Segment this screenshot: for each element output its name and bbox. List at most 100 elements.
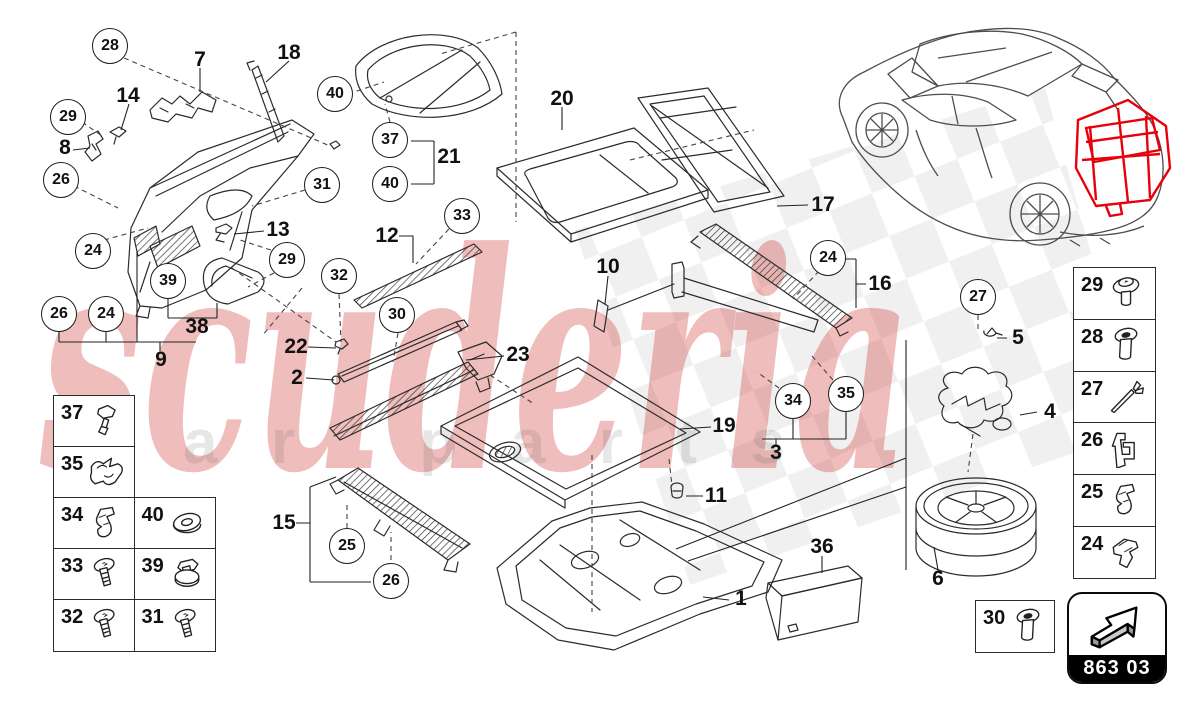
part-bracket-7: [149, 91, 341, 150]
clip-s-icon: [86, 503, 126, 543]
fastener-cell-28[interactable]: 28: [1073, 318, 1156, 372]
callout-label-9[interactable]: 9: [155, 348, 167, 371]
callout-label-19[interactable]: 19: [712, 414, 736, 437]
spring-clip-icon: [86, 452, 126, 492]
callout-circle-35[interactable]: 35: [828, 376, 864, 412]
fastener-number: 34: [61, 504, 84, 526]
callout-label-23[interactable]: 23: [506, 343, 530, 366]
washer-icon: [167, 503, 207, 543]
part-net-rod-10: [593, 261, 819, 333]
plug-icon: [86, 401, 126, 441]
callout-label-14[interactable]: 14: [116, 84, 140, 107]
callout-label-12[interactable]: 12: [375, 224, 399, 247]
section-badge[interactable]: 863 03: [1067, 592, 1167, 684]
callout-circle-29[interactable]: 29: [50, 99, 86, 135]
callout-label-20[interactable]: 20: [550, 87, 574, 110]
callout-circle-24[interactable]: 24: [810, 240, 846, 276]
fastener-cell-34[interactable]: 34: [53, 497, 135, 550]
grommet-icon: [167, 554, 207, 594]
leader-lines-solid: [58, 60, 1038, 601]
fastener-cell-39[interactable]: 39: [133, 548, 216, 601]
fastener-cell-35[interactable]: 35: [53, 446, 135, 499]
fastener-cell-40[interactable]: 40: [133, 497, 216, 550]
callout-circle-26[interactable]: 26: [41, 296, 77, 332]
part-floor-tray-1: [496, 501, 783, 651]
callout-circle-26[interactable]: 26: [43, 162, 79, 198]
callout-circle-26[interactable]: 26: [373, 563, 409, 599]
callout-label-13[interactable]: 13: [266, 218, 290, 241]
screw-washer-icon: [1106, 273, 1146, 313]
callout-label-7[interactable]: 7: [194, 48, 206, 71]
part-floor-mat-19: [440, 356, 701, 509]
fastener-cell-31[interactable]: 31: [133, 599, 216, 652]
clip-f-icon: [1106, 532, 1146, 572]
part-pocket-flap-38: [202, 257, 265, 305]
callout-label-17[interactable]: 17: [811, 193, 835, 216]
callout-label-16[interactable]: 16: [868, 272, 892, 295]
fastener-cell-37[interactable]: 37: [53, 395, 135, 448]
callout-label-5[interactable]: 5: [1012, 326, 1024, 349]
callout-circle-24[interactable]: 24: [75, 233, 111, 269]
fastener-number: 35: [61, 453, 84, 475]
callout-circle-29[interactable]: 29: [269, 242, 305, 278]
callout-label-15[interactable]: 15: [272, 511, 296, 534]
callout-circle-33[interactable]: 33: [444, 198, 480, 234]
fastener-cell-32[interactable]: 32: [53, 599, 135, 652]
callout-circle-30[interactable]: 30: [379, 297, 415, 333]
callout-label-6[interactable]: 6: [932, 567, 944, 590]
fastener-number: 39: [141, 555, 164, 577]
callout-circle-28[interactable]: 28: [92, 28, 128, 64]
callout-label-36[interactable]: 36: [810, 535, 834, 558]
callout-label-21[interactable]: 21: [437, 145, 461, 168]
part-partition-frame-17: [637, 87, 785, 213]
callout-label-22[interactable]: 22: [284, 335, 308, 358]
vehicle-location-illustration: [838, 27, 1172, 247]
callout-label-11[interactable]: 11: [704, 484, 728, 507]
callout-circle-27[interactable]: 27: [960, 279, 996, 315]
part-clip-11: [670, 482, 684, 499]
callout-label-8[interactable]: 8: [59, 136, 71, 159]
fastener-number: 25: [1081, 481, 1104, 504]
arrow-3d-icon: [1069, 594, 1165, 655]
fastener-cell-33[interactable]: 33: [53, 548, 135, 601]
highlighted-luggage-area: [1074, 98, 1172, 218]
callout-circle-32[interactable]: 32: [321, 258, 357, 294]
callout-circle-37[interactable]: 37: [372, 122, 408, 158]
checkered-flag-watermark: [575, 88, 1140, 585]
fastener-cell-27[interactable]: 27: [1073, 370, 1156, 424]
callout-label-2[interactable]: 2: [291, 366, 303, 389]
callout-circle-40[interactable]: 40: [317, 76, 353, 112]
callout-circle-31[interactable]: 31: [304, 167, 340, 203]
part-sill-strip-16: [690, 223, 853, 337]
part-box-36: [765, 565, 863, 641]
fastener-cell-24[interactable]: 24: [1073, 526, 1156, 579]
callout-label-4[interactable]: 4: [1044, 400, 1056, 423]
fastener-number: 32: [61, 606, 84, 628]
part-rear-sill-15: [329, 467, 471, 573]
fastener-number: 28: [1081, 325, 1104, 348]
fastener-number: 40: [141, 504, 164, 526]
clip-u-icon: [1106, 428, 1146, 468]
part-parcel-shelf-21: [355, 34, 503, 118]
fastener-number: 30: [983, 607, 1006, 629]
callout-label-3[interactable]: 3: [770, 441, 782, 464]
fastener-cell-29[interactable]: 29: [1073, 267, 1156, 320]
part-bracket-8: [84, 130, 104, 162]
fastener-number: 33: [61, 555, 84, 577]
callout-label-38[interactable]: 38: [185, 315, 209, 338]
callout-circle-39[interactable]: 39: [150, 263, 186, 299]
screw-a-icon: [86, 605, 126, 645]
callout-label-18[interactable]: 18: [277, 41, 301, 64]
fastener-cell-26[interactable]: 26: [1073, 422, 1156, 476]
callout-circle-24[interactable]: 24: [88, 296, 124, 332]
callout-label-10[interactable]: 10: [596, 255, 620, 278]
callout-label-1[interactable]: 1: [735, 587, 747, 610]
fastener-cell-30[interactable]: 30: [975, 600, 1055, 653]
fastener-cell-25[interactable]: 25: [1073, 474, 1156, 528]
callout-circle-25[interactable]: 25: [329, 528, 365, 564]
part-side-trim-panel: [127, 119, 315, 319]
callout-circle-34[interactable]: 34: [775, 383, 811, 419]
part-strip-18: [246, 60, 285, 143]
callout-circle-40[interactable]: 40: [372, 166, 408, 202]
